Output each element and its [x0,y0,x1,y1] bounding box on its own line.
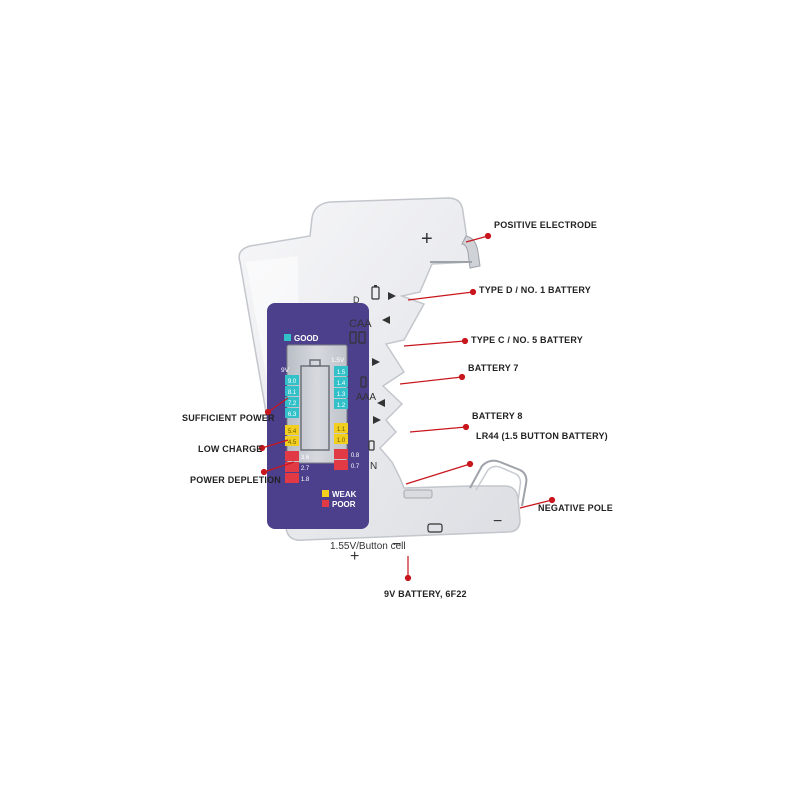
column-9v-label: 9V [281,367,290,374]
poor-label: POOR [332,500,356,509]
scale-9v-value: 1.8 [301,477,310,483]
pointer-low-charge [261,439,289,449]
right-minus-symbol: − [493,513,502,530]
callout-sufficient-power: SUFFICIENT POWER [182,413,275,423]
poor-swatch [322,500,329,507]
battery-n-icon [368,440,375,451]
slot-n-label: N [370,461,377,472]
scale-15v [334,366,348,470]
scale-15v-value: 1.0 [337,438,346,444]
battery-c-icon [358,331,366,344]
weak-label: WEAK [332,490,357,499]
battery-aaa-icon [360,376,367,388]
slot-caa-label: CAA [349,318,372,330]
scale-9v-value: 7.2 [288,401,297,407]
column-15v-label: 1.5V [331,357,345,364]
scale-15v-value: 1.3 [337,392,346,398]
pointer-battery-8 [409,426,467,433]
callout-power-depletion: POWER DEPLETION [190,475,282,485]
callout-type-d: TYPE D / NO. 1 BATTERY [479,285,591,295]
scale-9v-value: 2.7 [301,466,310,472]
pointer-type-d [407,291,474,301]
callout-type-c: TYPE C / NO. 5 BATTERY [471,335,583,345]
positive-contact-clip [461,235,481,269]
plus-top-symbol: + [421,228,433,250]
pointer-type-c [403,340,466,347]
arrow-icon [373,416,381,424]
pointer-lr44 [405,463,471,485]
callout-battery-8: BATTERY 8 [472,411,523,421]
scale-9v-value: 6.3 [288,412,297,418]
callout-battery-7: BATTERY 7 [468,363,519,373]
good-label: GOOD [294,334,319,343]
scale-15v-value: 1.2 [337,403,346,409]
arrow-icon [377,399,385,407]
pointer-positive-electrode [465,235,489,243]
bottom-minus-symbol: − [392,536,401,553]
scale-9v-value: 4.5 [288,440,297,446]
scale-15v-value: 0.7 [351,464,360,470]
scale-15v-value: 0.8 [351,453,360,459]
arrow-icon [382,316,390,324]
battery-c-icon [349,331,357,344]
pointer-sufficient-power [267,397,289,413]
scale-9v-value: 3.6 [301,455,310,461]
scale-9v-value: 9.0 [288,379,297,385]
pointer-power-depletion [263,461,295,473]
button-cell-icon [427,523,443,533]
bottom-label: 1.55V/Button cell [330,541,406,552]
pointer-battery-7 [399,376,463,385]
negative-spring-clip [469,459,528,507]
scale-9v-value: 5.4 [288,429,297,435]
slot-d-label: D [353,295,360,305]
arrow-icon [388,292,396,300]
weak-swatch [322,490,329,497]
scale-15v-value: 1.5 [337,370,346,376]
bottom-plus-symbol: + [350,548,359,565]
callout-positive-electrode: POSITIVE ELECTRODE [494,220,598,230]
callout-9v: 9V BATTERY, 6F22 [384,589,467,599]
callout-low-charge: LOW CHARGE [198,444,263,454]
scale-9v [285,375,299,483]
lcd-battery-icon [300,359,330,451]
callout-negative-pole: NEGATIVE POLE [538,503,613,513]
scale-15v-value: 1.1 [337,427,346,433]
slot-aaa-label: AAA [356,392,376,403]
scale-15v-value: 1.4 [337,381,346,387]
pointer-negative-pole [519,499,553,509]
scale-9v-value: 8.1 [288,390,297,396]
arrow-icon [372,358,380,366]
good-swatch [284,334,291,341]
callout-lr44: LR44 (1.5 BUTTON BATTERY) [476,431,608,441]
